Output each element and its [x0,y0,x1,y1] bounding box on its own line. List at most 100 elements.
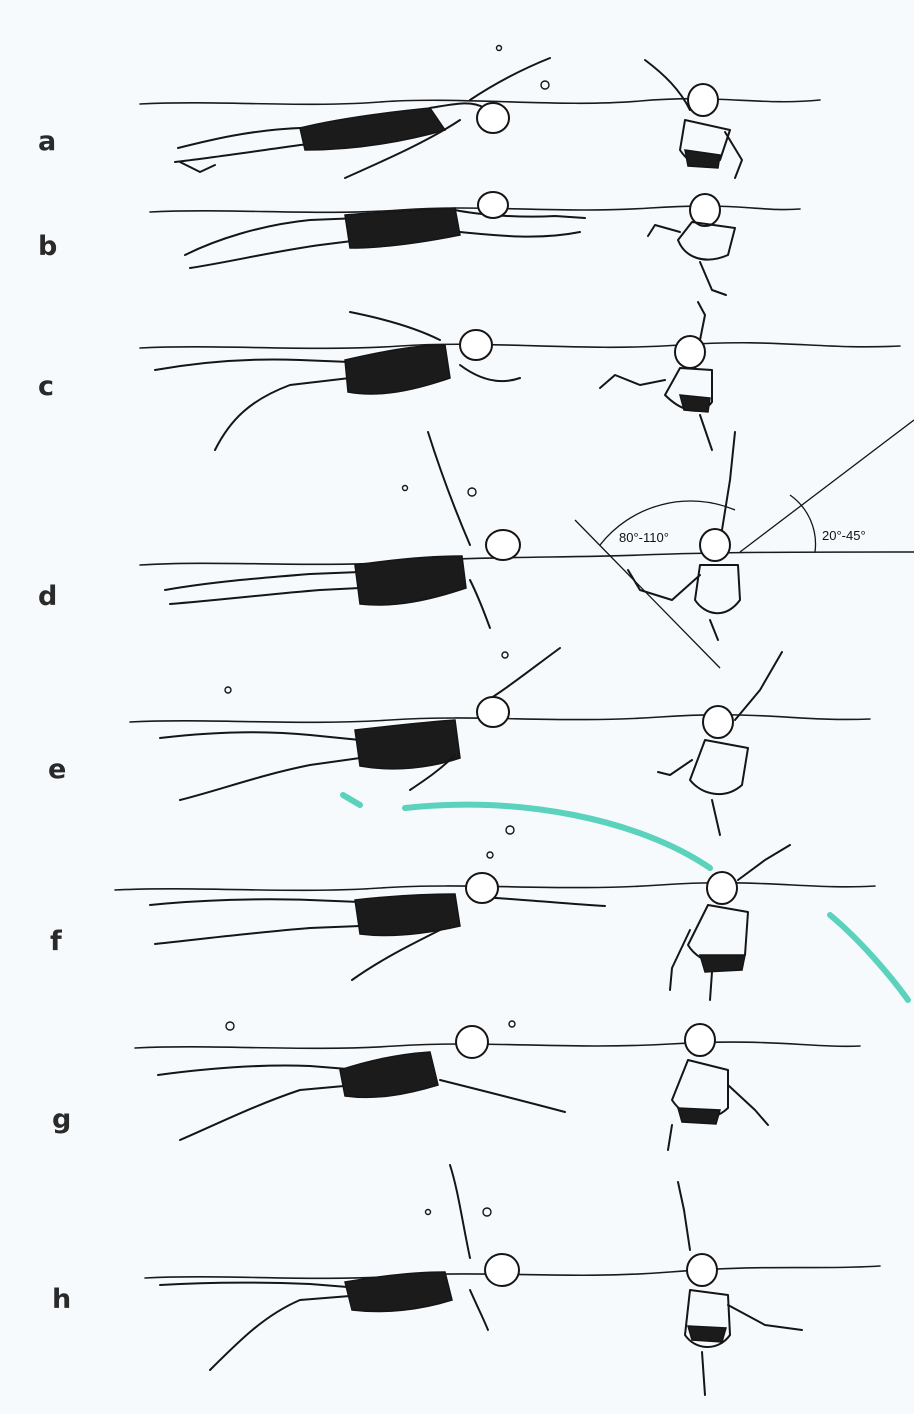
swim-cap [477,103,509,133]
swimmer-side-view [155,312,520,450]
swim-cap [478,192,508,218]
leg [185,218,360,255]
swim-cap [685,1024,715,1056]
water-drop [487,852,493,858]
leg [215,378,350,450]
row-d: d 80°-110° 20°-45° [38,420,914,668]
swimmer-side-view [160,1165,519,1370]
swim-cap [460,330,492,360]
swim-cap [703,706,733,738]
swimsuit [688,1326,726,1342]
arm-pull [460,232,580,237]
swim-cap [486,530,520,560]
swimmer-front-view [645,60,742,178]
water-drop [403,486,408,491]
water-drop [226,1022,234,1030]
angle-arc [790,495,816,552]
arm-recovery [678,1182,690,1250]
water-drop [541,81,549,89]
row-b: b [38,192,800,295]
arm-recovery [450,1165,470,1258]
arm-pull [728,1085,768,1125]
swimmer-side-view [158,1021,565,1140]
row-f: f [50,826,875,1000]
leg [160,1283,360,1288]
swimmer-side-view [150,826,605,980]
arm-pull [728,1305,802,1330]
row-c: c [38,302,900,450]
arm-pull [460,365,520,381]
arm-pull [700,262,726,295]
water-line [140,343,900,349]
swimsuit [355,894,460,936]
leg [150,899,360,905]
swimmer-front-view [600,302,712,450]
swim-cap [477,697,509,727]
arm-recovery [350,312,440,340]
swim-cap [700,529,730,561]
leg [702,1352,705,1395]
water-drop [509,1021,515,1027]
entry-angle-label: 80°-110° [619,530,669,545]
leg [155,926,360,944]
swimsuit [680,395,710,412]
water-drop [506,826,514,834]
highlighter-mark [405,805,710,868]
swimmer-front-view: 80°-110° 20°-45° [575,420,914,668]
arm-recovery [470,58,550,100]
row-label: a [38,126,56,157]
swimsuit [685,150,720,168]
arm-recovery [645,60,690,110]
swimsuit [355,720,460,769]
row-label: f [50,926,62,957]
arm-recovery [455,210,585,218]
swim-cap [707,872,737,904]
leg [700,415,712,450]
swimmer-side-view [165,432,520,628]
leg [710,972,712,1000]
swim-cap [456,1026,488,1058]
swimmer-side-view [185,192,585,268]
arm-recovery [428,432,470,545]
arm-recovery [738,845,790,880]
arm-left [648,225,680,236]
swimsuit [340,1052,438,1097]
row-g: g [52,1021,860,1150]
leg [180,758,360,800]
swimmer-front-view [648,194,735,295]
water-drop [502,652,508,658]
swim-cap [687,1254,717,1286]
row-label: b [38,231,57,262]
arm-recovery [722,432,735,530]
water-drop [426,1210,431,1215]
arm-pull [440,1080,565,1112]
row-label: c [38,371,54,402]
swimsuit [355,556,466,605]
water-drop [225,687,231,693]
highlighter-mark [343,795,360,805]
water-drop [497,46,502,51]
arm-pull [470,580,490,628]
swimmer-front-view [678,1182,802,1395]
swim-cap [690,194,720,226]
swim-cap [485,1254,519,1286]
leg [710,620,718,640]
water-line [140,552,914,565]
leg [155,359,350,370]
torso [678,222,735,260]
row-label: d [38,581,57,612]
water-drop [483,1208,491,1216]
leg [180,1085,355,1140]
row-a: a [38,46,820,179]
swim-cap [688,84,718,116]
row-label: e [48,754,66,785]
swim-cap [466,873,498,903]
torso [430,103,485,108]
leg [210,1296,350,1370]
arm-recovery [735,652,782,720]
leg [170,588,360,604]
row-h: h [52,1165,880,1395]
water-line [135,1042,860,1048]
